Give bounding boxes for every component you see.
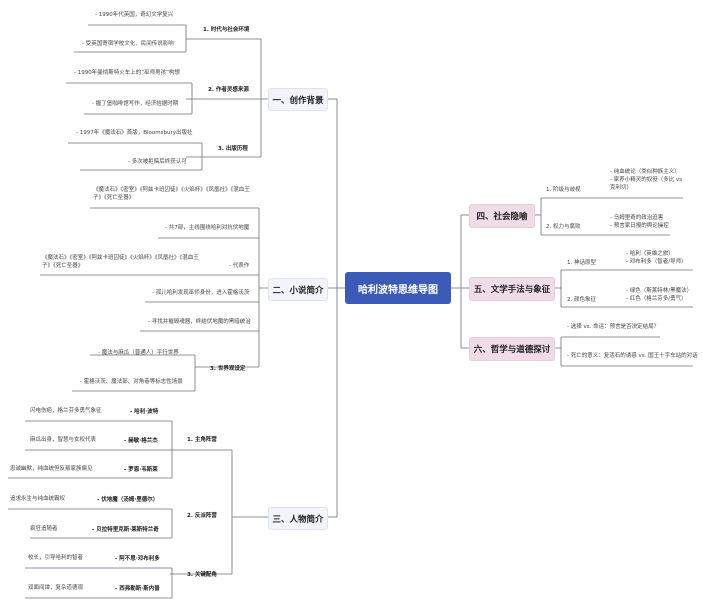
character-name: - 罗恩·韦斯莱 [124, 467, 158, 473]
leaf-item: - 霍格沃茨、魔法部、对角巷等标志性场景 [80, 379, 183, 385]
leaf-item: - 纯血统论（类似种族主义） [610, 169, 680, 175]
branch-node-philosophy[interactable]: 六、哲学与道德探讨 [469, 337, 555, 361]
leaf-item: - 寻找并摧毁魂器，终结伏地魔的黑暗统治 [148, 319, 251, 325]
character-desc: 追求永生与纯血统霸权 [10, 496, 66, 502]
branch-title: 四、社会隐喻 [476, 212, 528, 222]
character-name: - 哈利·波特 [130, 409, 159, 415]
character-name: - 伏地魔（汤姆·里德尔） [97, 497, 159, 503]
character-desc: 双面间谍，复杂道德观 [28, 585, 84, 591]
root-node[interactable]: 哈利波特思维导图 [345, 272, 451, 304]
branch-title: 三、人物简介 [272, 514, 324, 525]
root-title: 哈利波特思维导图 [358, 284, 438, 296]
character-name: - 赫敏·格兰杰 [124, 438, 158, 444]
leaf-item: - 绿色（斯莱特林/黑魔法） [626, 288, 693, 294]
leaf-item: - 红色（格兰芬多/勇气） [626, 296, 687, 302]
character-desc: 疯狂追随者 [30, 526, 58, 532]
character-desc: 麻瓜出身，智慧与女权代表 [30, 437, 97, 443]
branch-title: 二、小说简介 [272, 285, 324, 296]
leaf-item: 《魔法石》《密室》《阿兹卡班囚徒》《火焰杯》《凤凰社》《混血王子》《死亡圣器》 [42, 255, 199, 269]
subtopic-label: 1. 阶级与歧视 [546, 187, 581, 193]
leaf-item: - 选择 vs. 命运：预言是否决定结局？ [567, 324, 660, 330]
leaf-item: - 哈利（英雄之旅） [626, 251, 674, 257]
branch-title: 一、创作背景 [272, 95, 324, 106]
branch-node-background[interactable]: 一、创作背景 [268, 88, 328, 111]
branch-title: 六、哲学与道德探讨 [473, 345, 551, 355]
leaf-item: - 握丁堡咖啡馆写作，经济拮据时期 [92, 101, 179, 107]
subtopic-label: 3. 关键配角 [187, 572, 217, 578]
leaf-item: - 邓布利多（智者/导师） [626, 259, 687, 265]
leaf-item: - 死亡的意义：复活石的诱惑 vs. 国王十字车站的对话 [567, 353, 698, 359]
subtopic-label: 2. 作者灵感来源 [208, 87, 249, 93]
leaf-item: 克利切） [610, 185, 633, 191]
leaf-item: - 家养小精灵的奴役（多比 vs [610, 177, 683, 183]
subtopic-label: 1. 主角阵营 [187, 437, 217, 443]
subtopic-label: 1. 时代与社会环境 [203, 27, 250, 33]
branch-title: 五、文学手法与象征 [473, 285, 551, 295]
subtopic-label: 2. 权力与腐败 [546, 224, 581, 230]
branch-node-intro[interactable]: 二、小说简介 [268, 278, 328, 301]
character-name: - 西弗勒斯·斯内普 [115, 586, 160, 592]
leaf-item: - 代表作 [229, 263, 250, 269]
leaf-item: - 共7部，主线围绕哈利对抗伏地魔 [165, 225, 250, 231]
branch-node-characters[interactable]: 三、人物简介 [268, 507, 328, 530]
character-desc: 闪电伤疤，格兰芬多勇气象征 [30, 408, 102, 414]
leaf-item: - 预言家日报的舆论操控 [610, 223, 669, 229]
branch-node-social-metaphor[interactable]: 四、社会隐喻 [469, 204, 535, 228]
leaf-item: - 1990年代英国，奇幻文学复兴 [95, 12, 174, 18]
branch-node-literary-devices[interactable]: 五、文学手法与象征 [469, 277, 555, 301]
leaf-item: 《魔法石》《密室》《阿兹卡班囚徒》《火焰杯》《凤凰社》《混血王子》《死亡圣器》 [93, 187, 250, 201]
leaf-item: - 魔法与麻瓜（普通人）平行世界 [98, 350, 179, 356]
leaf-item: - 受英国寄宿学校文化、民间传说影响 [82, 41, 174, 47]
character-name: - 贝拉特里克斯·莱斯特兰奇 [92, 527, 159, 533]
character-desc: 忠诚幽默，纯血统但反叛家族偏见 [10, 466, 93, 472]
subtopic-label: 3. 世界观设定 [210, 366, 246, 372]
leaf-item: - 多次被拒稿后终获认可 [128, 159, 187, 165]
subtopic-label: 3. 出版历程 [218, 146, 248, 152]
leaf-item: - 乌姆里奇的政治迫害 [610, 215, 664, 221]
leaf-item: - 1997年《魔法石》首版，Bloomsbury出版社 [76, 130, 193, 136]
leaf-item: - 1990年曼彻斯特火车上的“巫师男孩”构想 [74, 70, 180, 76]
subtopic-label: 1. 神话原型 [567, 260, 596, 266]
subtopic-label: 2. 颜色象征 [567, 297, 596, 303]
character-desc: 校长，引导哈利的智者 [28, 555, 84, 561]
subtopic-label: 2. 反派阵营 [187, 513, 217, 519]
character-name: - 阿不思·邓布利多 [115, 556, 160, 562]
leaf-item: - 孤儿哈利发现巫师身份，进入霍格沃茨 [152, 290, 250, 296]
